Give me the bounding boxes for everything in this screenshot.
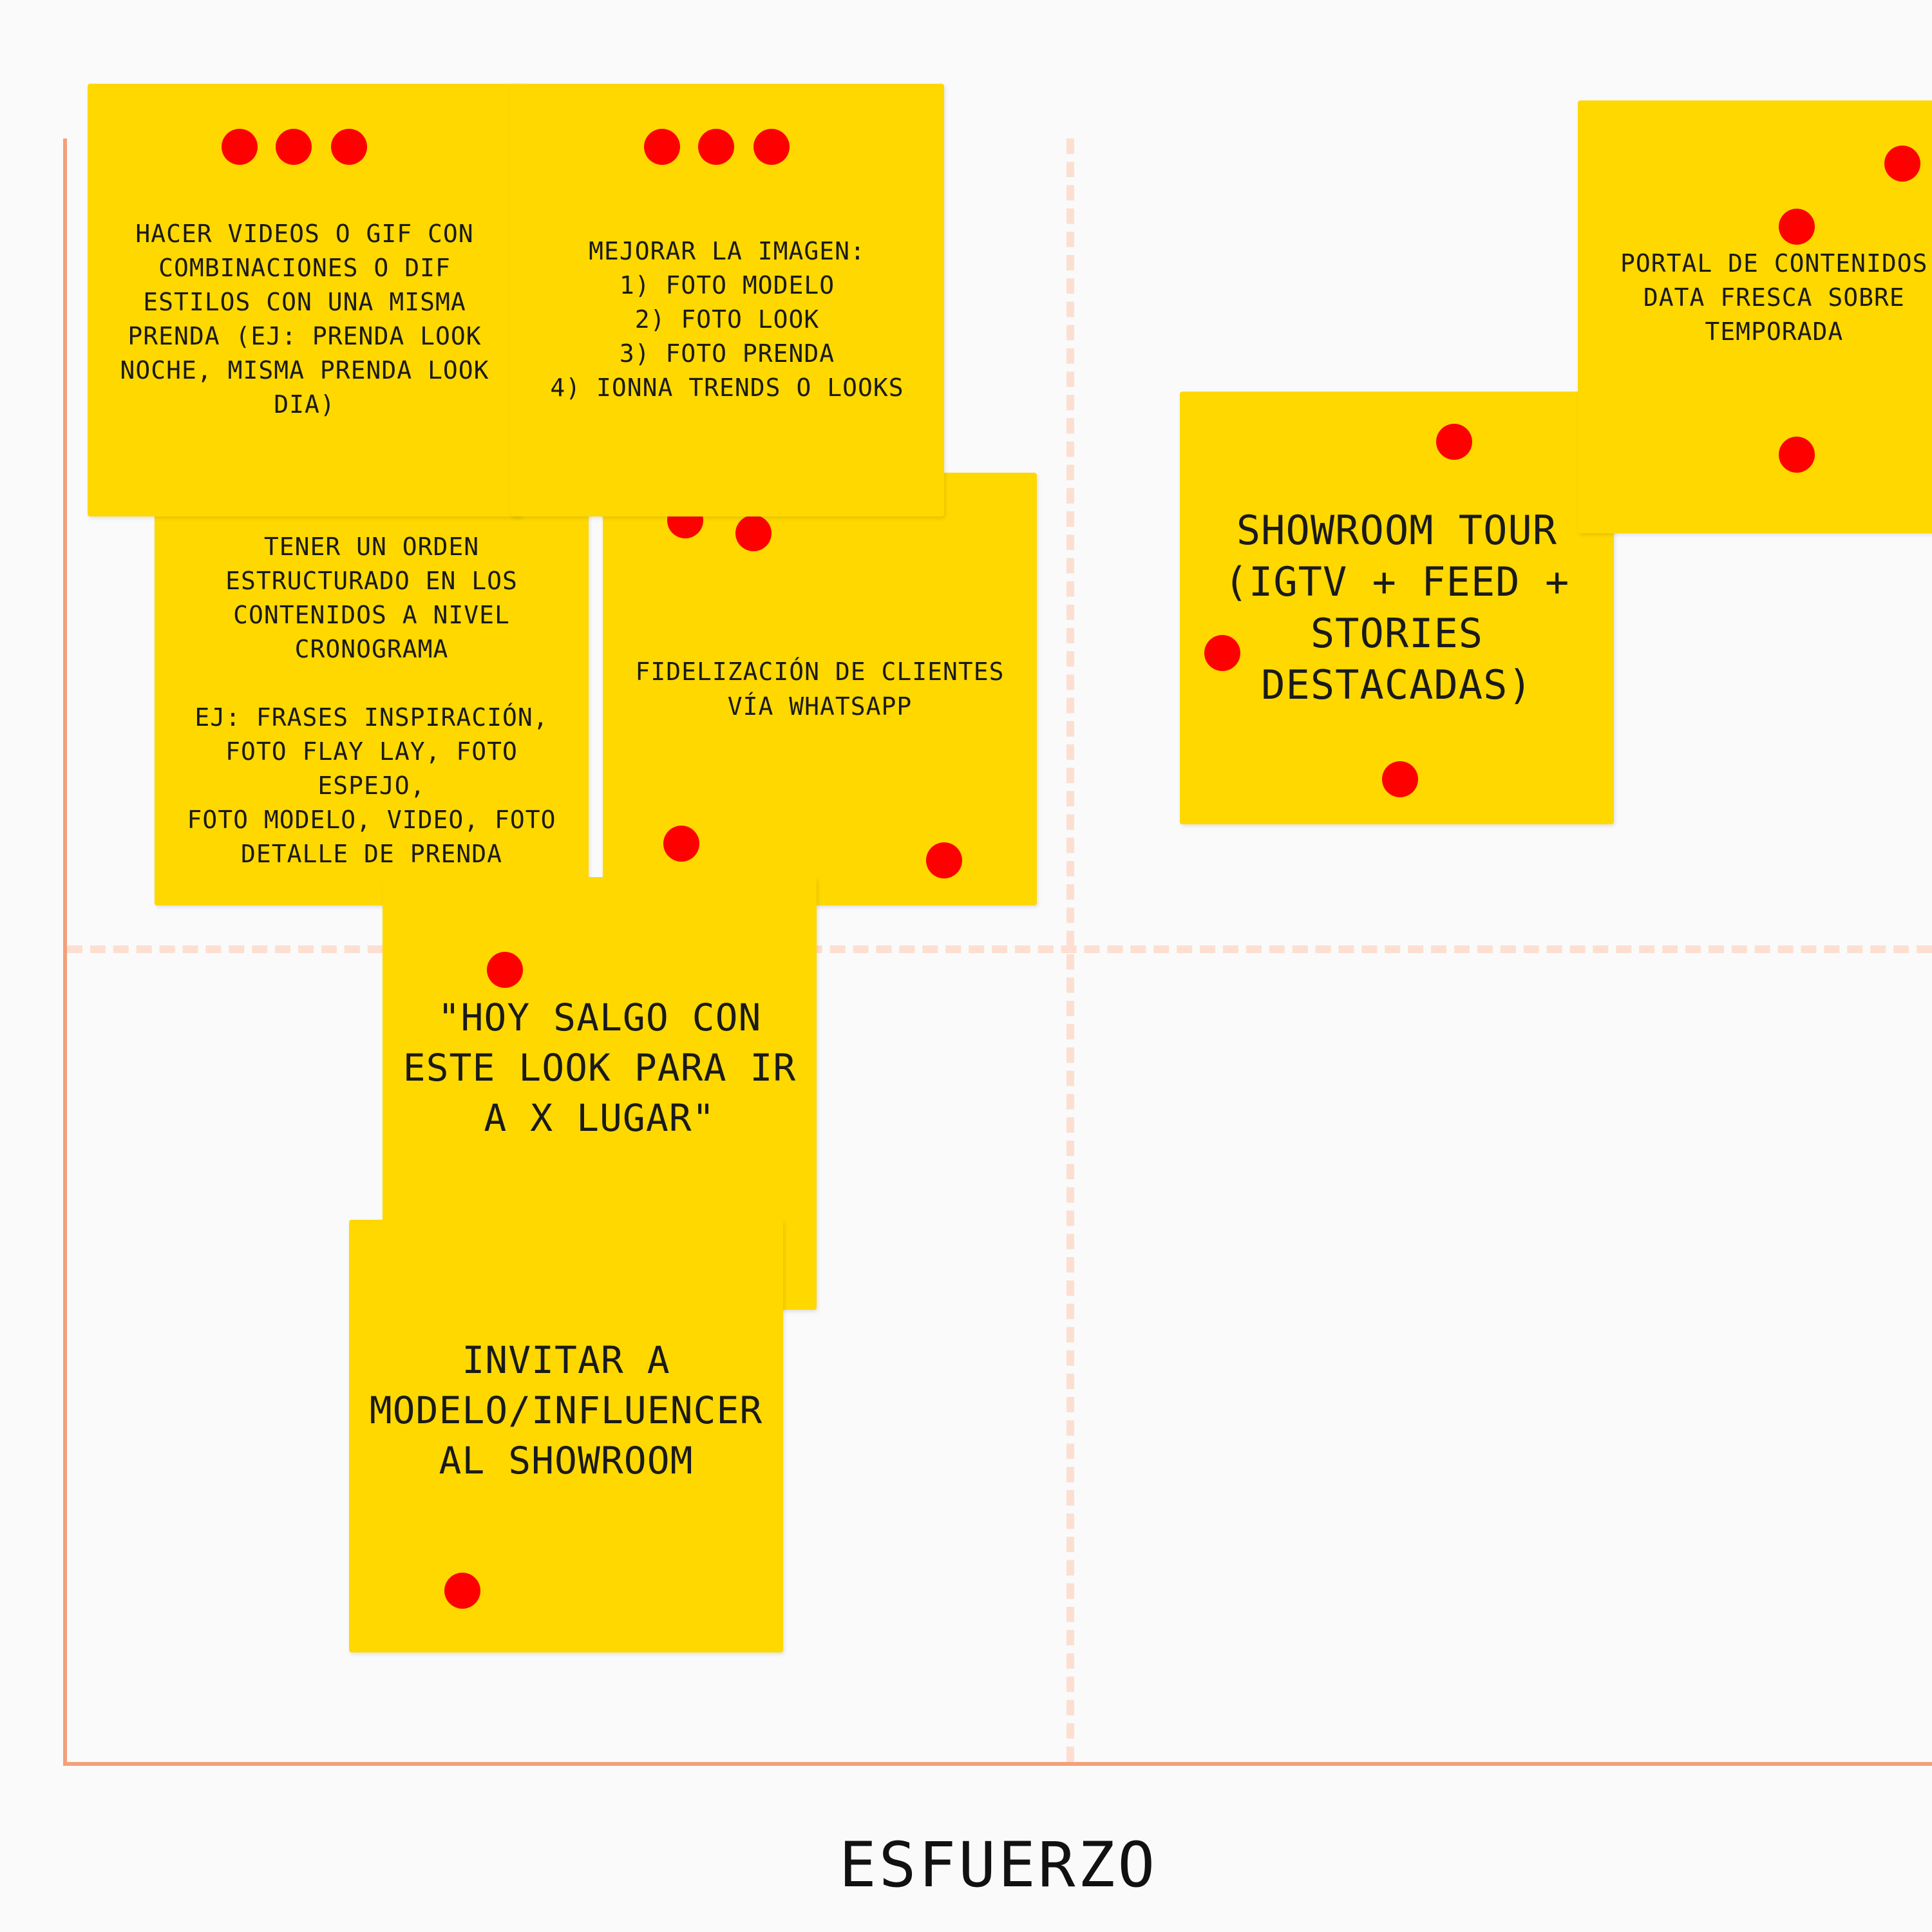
- vote-dot: [222, 129, 258, 165]
- quadrant-divider-horizontal: [67, 945, 1932, 953]
- sticky-note-mejorar-imagen[interactable]: MEJORAR LA IMAGEN: 1) FOTO MODELO 2) FOT…: [510, 84, 944, 516]
- sticky-note-invitar-modelo[interactable]: INVITAR A MODELO/INFLUENCER AL SHOWROOM: [349, 1220, 783, 1653]
- sticky-note-text: FIDELIZACIÓN DE CLIENTES VÍA WHATSAPP: [635, 658, 1005, 721]
- x-axis-label: ESFUERZO: [838, 1829, 1158, 1901]
- sticky-note-hacer-videos[interactable]: HACER VIDEOS O GIF CON COMBINACIONES O D…: [88, 84, 522, 516]
- y-axis-line: [63, 138, 67, 1766]
- vote-dot: [1204, 635, 1240, 671]
- vote-dot: [276, 129, 312, 165]
- x-axis-line: [63, 1762, 1932, 1766]
- vote-dot: [644, 129, 680, 165]
- sticky-note-fidelizacion[interactable]: FIDELIZACIÓN DE CLIENTES VÍA WHATSAPP: [603, 473, 1037, 905]
- sticky-note-text: HACER VIDEOS O GIF CON COMBINACIONES O D…: [120, 220, 489, 419]
- vote-dot: [331, 129, 367, 165]
- vote-dot: [753, 129, 790, 165]
- sticky-note-text: PORTAL DE CONTENIDOS DATA FRESCA SOBRE T…: [1620, 249, 1928, 346]
- vote-dot: [698, 129, 734, 165]
- vote-dot: [1779, 209, 1815, 245]
- sticky-note-tener-orden[interactable]: TENER UN ORDEN ESTRUCTURADO EN LOS CONTE…: [155, 473, 589, 905]
- sticky-note-text: SHOWROOM TOUR (IGTV + FEED + STORIES DES…: [1224, 507, 1570, 708]
- vote-dot: [1779, 437, 1815, 473]
- sticky-note-text: MEJORAR LA IMAGEN: 1) FOTO MODELO 2) FOT…: [550, 236, 904, 402]
- vote-dot: [926, 842, 962, 878]
- quadrant-divider-vertical: [1066, 138, 1074, 1762]
- vote-dot: [1382, 761, 1418, 797]
- vote-dot: [487, 952, 523, 988]
- vote-dot: [1436, 424, 1472, 460]
- vote-dot: [735, 515, 772, 551]
- vote-dot: [663, 826, 699, 862]
- sticky-note-text: TENER UN ORDEN ESTRUCTURADO EN LOS CONTE…: [187, 533, 556, 868]
- sticky-note-showroom-tour[interactable]: SHOWROOM TOUR (IGTV + FEED + STORIES DES…: [1180, 392, 1614, 824]
- sticky-note-portal-contenidos[interactable]: PORTAL DE CONTENIDOS DATA FRESCA SOBRE T…: [1578, 100, 1932, 533]
- sticky-note-text: "HOY SALGO CON ESTE LOOK PARA IR A X LUG…: [402, 996, 797, 1140]
- sticky-note-text: INVITAR A MODELO/INFLUENCER AL SHOWROOM: [369, 1338, 763, 1482]
- vote-dot: [1884, 146, 1920, 182]
- vote-dot: [444, 1573, 480, 1609]
